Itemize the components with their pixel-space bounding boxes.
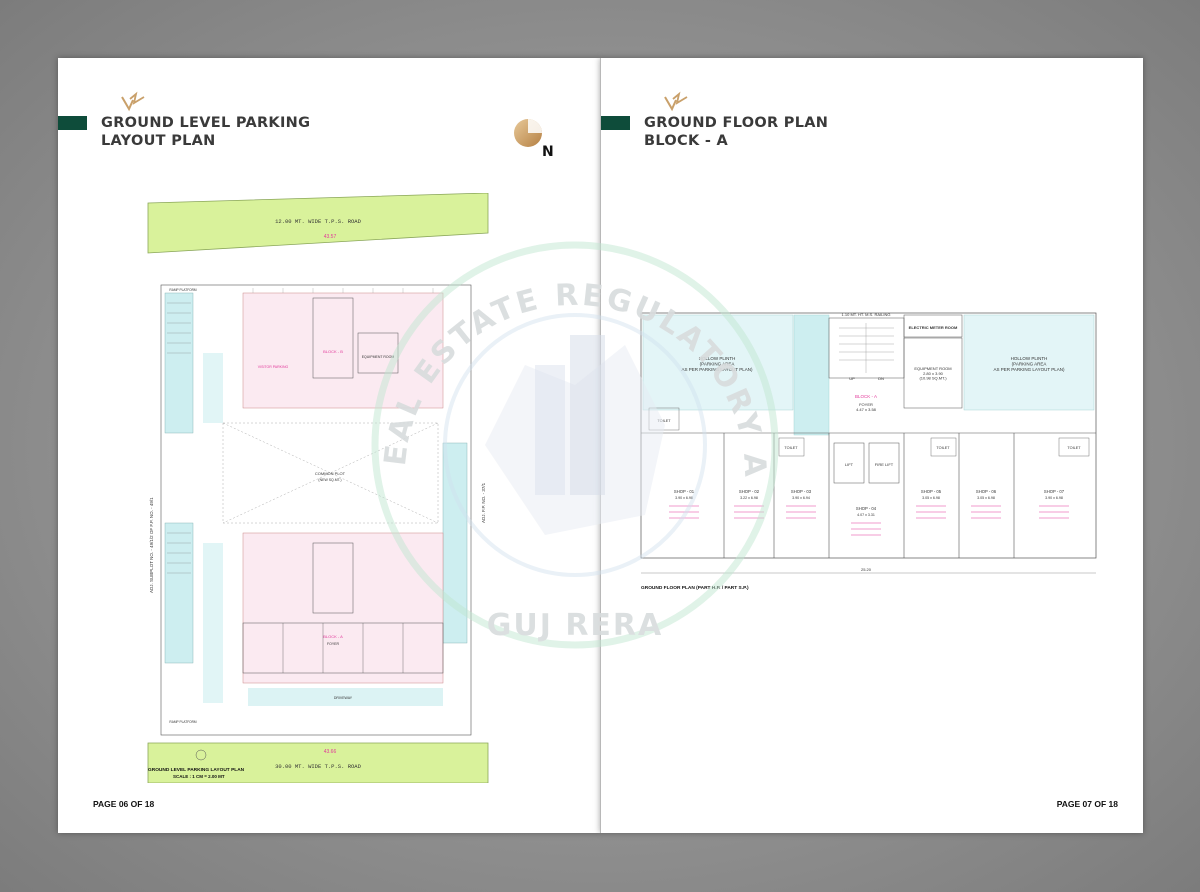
page-title: GROUND LEVEL PARKING LAYOUT PLAN <box>101 115 311 149</box>
hollow-plinth-right <box>963 314 1095 411</box>
plan-scale: SCALE : 1 CM = 2.00 MT <box>173 774 225 779</box>
overall-dim: 25.20 <box>861 567 872 572</box>
railing-label: 1.10 MT. HT. M.S. RAILING <box>842 312 891 317</box>
page-title: GROUND FLOOR PLAN BLOCK - A <box>644 115 829 149</box>
shop-07-size: 3.90 x 6.98 <box>1045 496 1063 500</box>
shop-07-label: SHOP - 07 <box>1044 489 1065 494</box>
brand-logo-icon <box>121 91 145 112</box>
shop-04-label: SHOP - 04 <box>856 506 877 511</box>
shop-03-label: SHOP - 03 <box>791 489 812 494</box>
shop-06-label: SHOP - 06 <box>976 489 997 494</box>
toilet-label: TOILET <box>784 446 798 450</box>
equipment-room-label: EQUIPMENT ROOM <box>362 355 395 359</box>
block-label: BLOCK - A <box>855 394 877 399</box>
shop-02-label: SHOP - 02 <box>739 489 760 494</box>
plan-caption: GROUND LEVEL PARKING LAYOUT PLAN <box>148 767 245 773</box>
up-label: UP <box>849 376 855 381</box>
side-left-label: ADJ. SUBPLOT NO. - 49/1/2 OF F.P. NO. - … <box>149 497 154 593</box>
shop-01-size: 3.90 x 6.98 <box>675 496 693 500</box>
visitor-parking-label: VISITOR PARKING <box>258 365 289 369</box>
block-b-label: BLOCK - B <box>323 349 343 354</box>
page-number: PAGE 06 OF 18 <box>93 799 155 809</box>
fire-lift-label: FIRE LIFT <box>875 462 894 467</box>
page-number: PAGE 07 OF 18 <box>1056 799 1118 809</box>
foyer-label: FOYER <box>327 642 340 646</box>
shop-05-size: 3.05 x 6.98 <box>922 496 940 500</box>
hollow-plinth-left <box>642 314 794 411</box>
road-bottom-dim: 43.66 <box>324 749 337 755</box>
accent-bar <box>58 116 87 130</box>
shop-04-size: 4.07 x 3.31 <box>857 513 875 517</box>
road-top-dim: 43.57 <box>324 234 337 240</box>
driveway-label: DRIVEWAY <box>334 696 353 700</box>
shop-02-size: 3.22 x 6.98 <box>740 496 758 500</box>
north-compass-icon: N <box>514 119 554 158</box>
parking-layout-plan: 12.00 MT. WIDE T.P.S. ROAD 43.57 30.00 M… <box>147 193 489 783</box>
road-top <box>147 193 489 254</box>
common-plot-area: (NEW SQ.MT.) <box>318 478 341 482</box>
ramp-platform-bottom: RAMP PLATFORM <box>169 720 196 724</box>
electric-meter-room-label: ELECTRIC METER ROOM <box>909 325 958 330</box>
ramp-platform-top: RAMP PLATFORM <box>169 288 196 292</box>
accent-bar <box>601 116 630 130</box>
north-label: N <box>542 144 554 158</box>
lift-label: LIFT <box>845 462 854 467</box>
caption-north-icon <box>195 749 207 761</box>
dn-label: DN <box>878 376 884 381</box>
toilet-label: TOILET <box>657 419 671 423</box>
block-a-label: BLOCK - A <box>323 634 343 639</box>
shop-01-label: SHOP - 01 <box>674 489 695 494</box>
toilet-label: TOILET <box>1067 446 1081 450</box>
brand-logo-icon <box>664 91 688 112</box>
side-right-label: ADJ. F.P. NO. - 37/1 <box>481 482 486 523</box>
left-page: GROUND LEVEL PARKING LAYOUT PLAN N 12.00… <box>58 58 600 833</box>
plan-caption: GROUND FLOOR PLAN (PART H.P. / PART S.P.… <box>641 585 749 591</box>
common-plot-label: COMMON PLOT <box>315 471 346 476</box>
shop-05-label: SHOP - 05 <box>921 489 942 494</box>
toilet-label: TOILET <box>936 446 950 450</box>
shop-06-size: 3.05 x 6.98 <box>977 496 995 500</box>
right-page: GROUND FLOOR PLAN BLOCK - A HOLLOW PLINT… <box>600 58 1143 833</box>
shop-03-size: 3.90 x 6.94 <box>792 496 810 500</box>
road-bottom-label: 30.00 MT. WIDE T.P.S. ROAD <box>275 763 362 770</box>
road-bottom <box>147 742 489 783</box>
road-top-label: 12.00 MT. WIDE T.P.S. ROAD <box>275 218 362 225</box>
